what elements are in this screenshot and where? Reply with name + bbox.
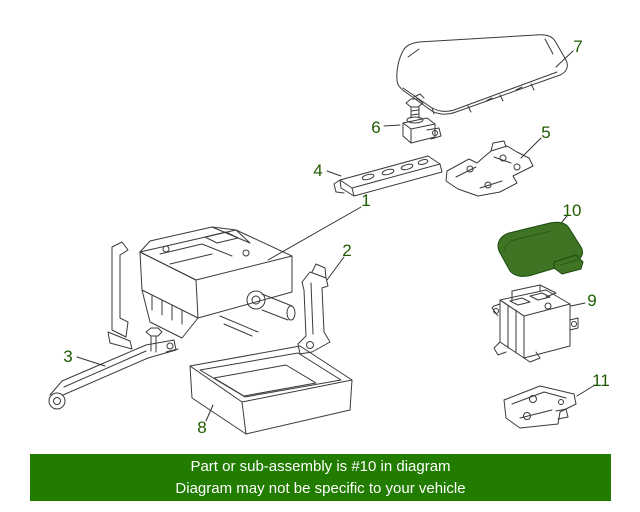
part-6-bolt-sensor xyxy=(402,98,442,144)
leader-line-8 xyxy=(205,404,214,422)
part-1-assembly xyxy=(107,226,296,350)
part-10-highlighted-cover xyxy=(497,221,584,277)
leader-line-7 xyxy=(555,50,574,68)
callout-4: 4 xyxy=(313,161,322,180)
banner-line-1: Part or sub-assembly is #10 in diagram xyxy=(190,457,451,475)
leader-line-3 xyxy=(76,356,106,367)
part-5-bracket xyxy=(445,140,534,197)
part-9-relay-block xyxy=(491,284,579,363)
leader-line-5 xyxy=(520,137,542,159)
part-10-connector xyxy=(553,254,584,275)
leader-line-6 xyxy=(383,124,401,127)
part-11-bracket xyxy=(503,385,577,429)
callout-3: 3 xyxy=(63,347,72,366)
leader-line-11 xyxy=(576,384,596,397)
part-7-cover xyxy=(396,34,568,115)
callout-8: 8 xyxy=(197,418,206,437)
part-3-bracket-arm xyxy=(48,327,179,410)
part-2-bracket xyxy=(297,263,331,355)
callout-11: 11 xyxy=(592,371,610,390)
callout-numbers: 1 2 3 4 5 6 7 8 9 10 11 xyxy=(63,37,610,437)
banner-line-2: Diagram may not be specific to your vehi… xyxy=(175,479,466,497)
callout-9: 9 xyxy=(587,291,596,310)
callout-7: 7 xyxy=(573,37,582,56)
notice-banner: Part or sub-assembly is #10 in diagram D… xyxy=(30,454,611,501)
callout-1: 1 xyxy=(361,191,370,210)
leader-line-2 xyxy=(326,256,345,281)
callout-5: 5 xyxy=(541,123,550,142)
leader-lines xyxy=(76,50,596,422)
leader-line-9 xyxy=(570,302,586,307)
part-8-tray xyxy=(189,345,353,435)
callout-2: 2 xyxy=(342,241,351,260)
part-4-bracket-bar xyxy=(333,155,443,197)
callout-10: 10 xyxy=(563,201,582,220)
leader-line-4 xyxy=(326,170,342,177)
leader-line-1 xyxy=(267,206,362,261)
callout-6: 6 xyxy=(371,118,380,137)
